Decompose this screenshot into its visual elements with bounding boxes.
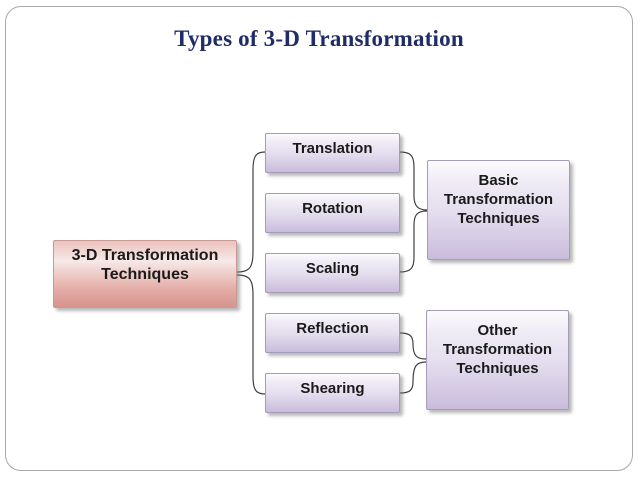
connector-translation-to-basic — [399, 151, 428, 211]
connector-reflection-to-other — [399, 332, 427, 360]
node-basic-transformation-techniques: Basic Transformation Techniques — [427, 160, 570, 260]
connector-scaling-to-basic — [399, 210, 428, 273]
slide-title: Types of 3-D Transformation — [174, 26, 464, 51]
connector-shearing-to-other — [399, 361, 427, 394]
node-other-transformation-techniques: Other Transformation Techniques — [426, 310, 569, 410]
node-reflection: Reflection — [265, 313, 400, 353]
connector-root-to-translation — [236, 151, 266, 273]
node-shearing: Shearing — [265, 373, 400, 413]
node-scaling: Scaling — [265, 253, 400, 293]
connector-root-to-shearing — [236, 274, 266, 395]
node-translation: Translation — [265, 133, 400, 173]
node-rotation: Rotation — [265, 193, 400, 233]
node-3d-transformation-techniques: 3-D Transformation Techniques — [53, 240, 237, 308]
